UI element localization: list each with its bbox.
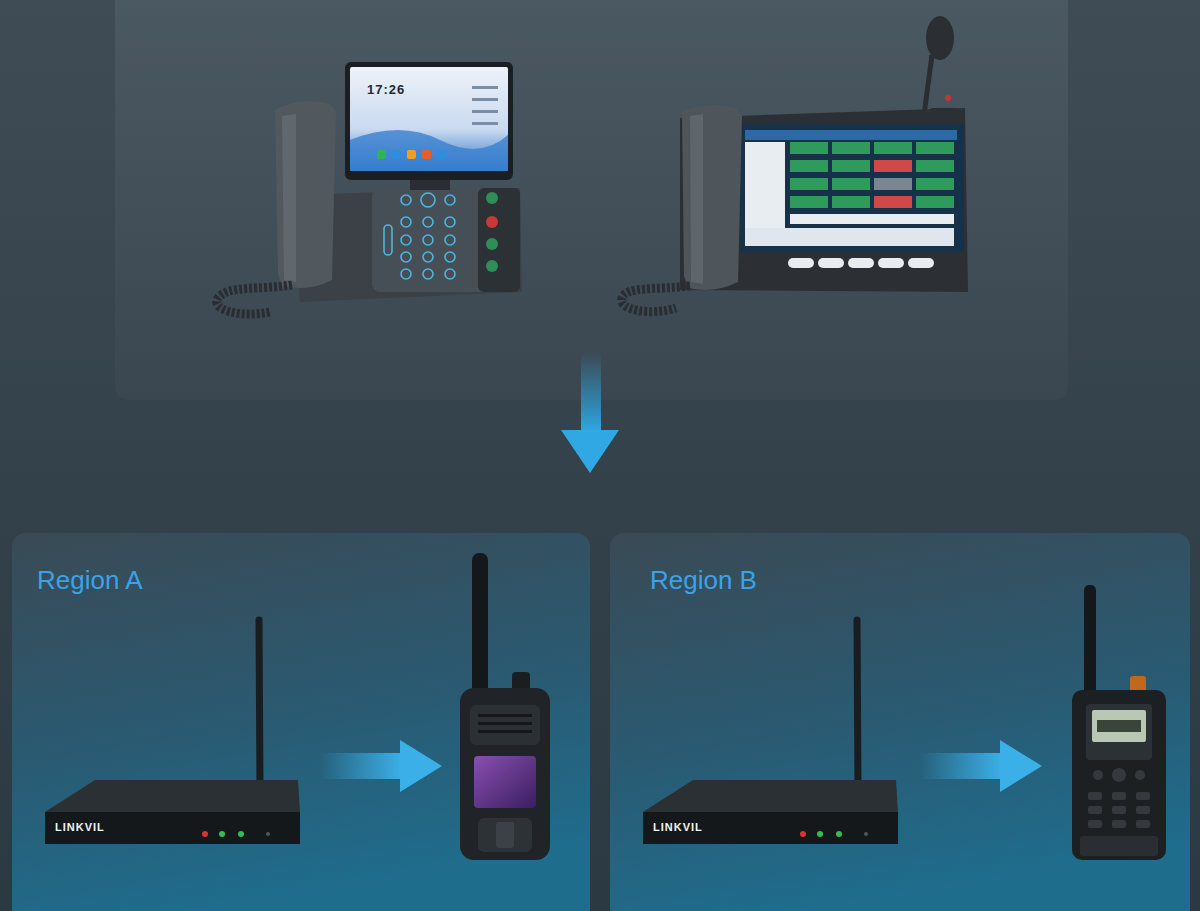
region-panel: Region B — [610, 533, 1190, 911]
screen-clock: 17:26 — [367, 82, 405, 97]
region-title: Region A — [37, 565, 143, 595]
radio-a — [460, 553, 550, 860]
region-title: Region B — [650, 565, 757, 595]
dispatch-console — [622, 16, 968, 312]
gateway-b — [643, 620, 898, 844]
brand-label: LINKVIL — [55, 821, 105, 833]
gateway-a — [45, 620, 300, 844]
brand-label: LINKVIL — [653, 821, 703, 833]
radio-b — [1072, 585, 1166, 860]
region-panel: Region A — [12, 533, 590, 911]
video-phone — [217, 62, 522, 314]
